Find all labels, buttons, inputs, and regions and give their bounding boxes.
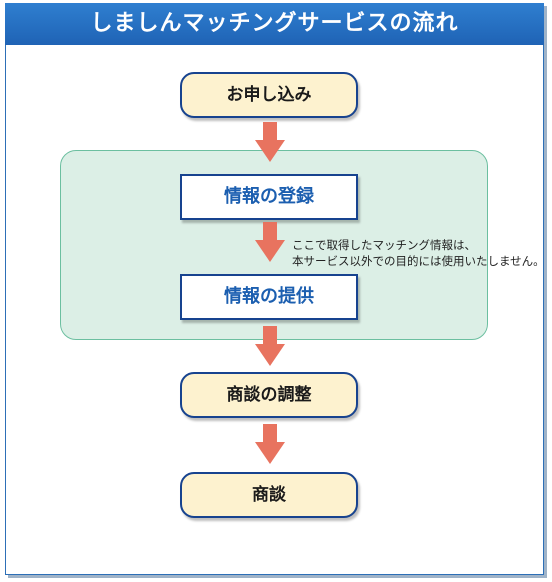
arrow-down-icon [255,222,285,262]
arrow-down-icon [255,326,285,366]
step-adjust: 商談の調整 [180,372,358,418]
privacy-note: ここで取得したマッチング情報は、 本サービス以外での目的には使用いたしません。 [292,237,545,269]
privacy-note-line-1: ここで取得したマッチング情報は、 [292,238,476,252]
step-register: 情報の登録 [180,174,358,220]
arrow-down-icon [255,122,285,162]
privacy-note-line-2: 本サービス以外での目的には使用いたしません。 [292,254,545,268]
arrow-down-icon [255,424,285,464]
step-negotiate: 商談 [180,472,358,518]
step-apply: お申し込み [180,72,358,118]
step-provide: 情報の提供 [180,274,358,320]
diagram-title: しましんマッチングサービスの流れ [5,3,544,45]
